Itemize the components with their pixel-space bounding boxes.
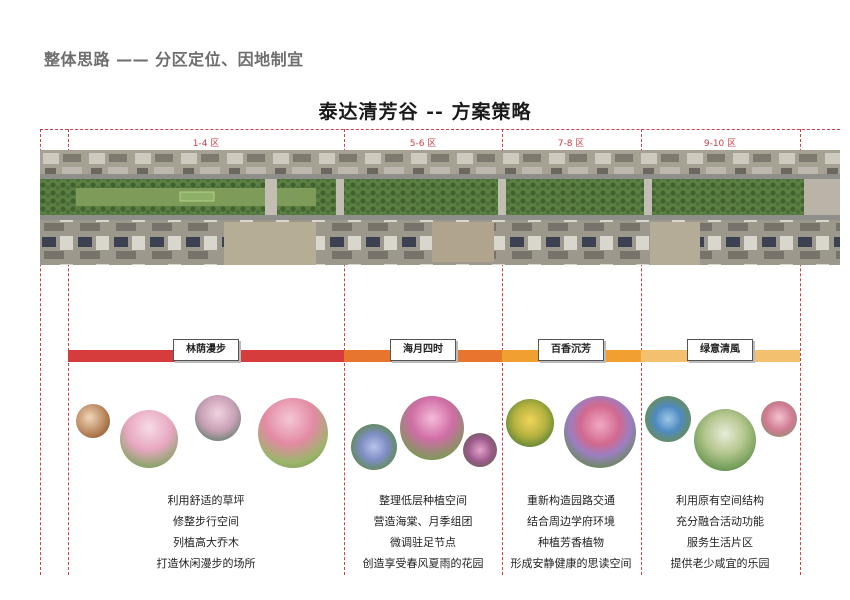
zone-label-7-8: 7-8 区 — [557, 139, 585, 149]
photo-plaza — [694, 409, 756, 471]
zone-boundary — [800, 129, 801, 575]
photo-blossom-path — [120, 410, 178, 468]
zone-label-5-6: 5-6 区 — [409, 139, 437, 149]
photo-children — [761, 401, 797, 437]
section-description-green-breeze: 利用原有空间结构 充分融合活动功能 服务生活片区 提供老少咸宜的乐园 — [645, 490, 795, 574]
aerial-satellite-image — [40, 150, 840, 265]
description-line: 形成安静健康的思读空间 — [510, 557, 632, 570]
description-line: 微调驻足节点 — [390, 536, 456, 549]
section-description-four-seasons: 整理低层种植空间 营造海棠、月季组团 微调驻足节点 创造享受春风夏雨的花园 — [348, 490, 498, 574]
zone-label-9-10: 9-10 区 — [703, 139, 737, 149]
zone-boundary — [40, 129, 41, 575]
section-name-fragrance: 百香沉芳 — [538, 339, 604, 361]
photo-roses — [463, 433, 497, 467]
photo-promenade-trees — [258, 398, 328, 468]
strategy-headline: 泰达清芳谷 -- 方案策略 — [318, 101, 532, 123]
description-line: 重新构造园路交通 — [527, 494, 615, 507]
section-name-four-seasons: 海月四时 — [390, 339, 456, 361]
description-line: 种植芳香植物 — [538, 536, 604, 549]
zone-label-1-4: 1-4 区 — [192, 139, 220, 149]
description-line: 充分融合活动功能 — [676, 515, 764, 528]
page-title: 整体思路 —— 分区定位、因地制宜 — [44, 50, 304, 69]
section-description-fragrance: 重新构造园路交通 结合周边学府环境 种植芳香植物 形成安静健康的思读空间 — [496, 490, 646, 574]
top-divider — [40, 129, 840, 130]
description-line: 利用原有空间结构 — [676, 494, 764, 507]
description-line: 整理低层种植空间 — [379, 494, 467, 507]
photo-yellow-blooms — [506, 399, 554, 447]
photo-playground — [645, 396, 691, 442]
section-description-forest-walk: 利用舒适的草坪 修整步行空间 列植高大乔木 打造休闲漫步的场所 — [131, 490, 281, 574]
section-name-forest-walk: 林荫漫步 — [173, 339, 239, 361]
photo-fragrant-garden — [564, 396, 636, 468]
section-name-green-breeze: 绿意清風 — [687, 339, 753, 361]
description-line: 打造休闲漫步的场所 — [156, 557, 256, 570]
description-line: 创造享受春风夏雨的花园 — [362, 557, 484, 570]
description-line: 修整步行空间 — [173, 515, 239, 528]
description-line: 营造海棠、月季组团 — [373, 515, 473, 528]
description-line: 利用舒适的草坪 — [167, 494, 245, 507]
photo-tree-avenue — [76, 404, 110, 438]
description-line: 列植高大乔木 — [173, 536, 239, 549]
description-line: 服务生活片区 — [687, 536, 753, 549]
photo-lakeside-blossoms — [195, 395, 241, 441]
photo-flowering-arch — [400, 396, 464, 460]
description-line: 结合周边学府环境 — [527, 515, 615, 528]
description-line: 提供老少咸宜的乐园 — [670, 557, 770, 570]
photo-hydrangea-bed — [351, 424, 397, 470]
